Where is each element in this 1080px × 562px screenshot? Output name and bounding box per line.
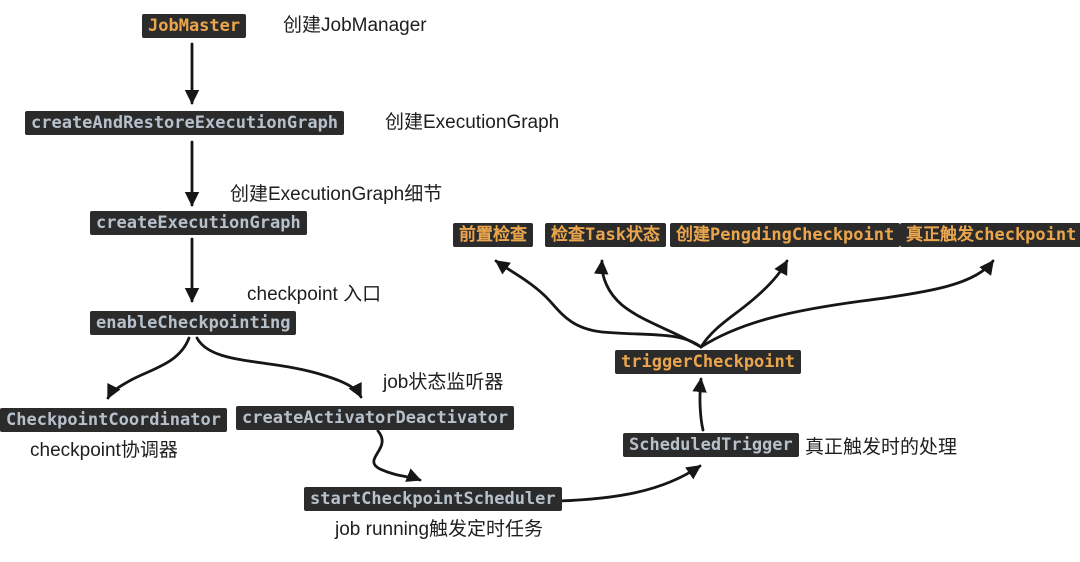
node-create-and-restore-execution-graph: createAndRestoreExecutionGraph	[25, 111, 345, 135]
edge-createactivator-to-startscheduler	[372, 429, 422, 482]
annotation-job-running-timer: job running触发定时任务	[335, 519, 544, 540]
node-check-task-state: 检查Task状态	[545, 223, 666, 247]
node-jobmaster: JobMaster	[142, 14, 247, 38]
node-checkpoint-coordinator: CheckpointCoordinator	[0, 408, 227, 432]
edge-startscheduler-to-scheduledtrigger	[556, 464, 702, 503]
annotation-job-state-listener: job状态监听器	[383, 372, 504, 393]
edge-enablecheckpointing-to-createactivator	[195, 336, 363, 399]
edge-scheduledtrigger-to-triggercheckpoint	[692, 377, 707, 432]
node-create-execution-graph: createExecutionGraph	[90, 211, 307, 235]
annotation-create-execution-graph-detail: 创建ExecutionGraph细节	[230, 184, 443, 205]
annotation-create-job-manager: 创建JobManager	[283, 15, 427, 36]
node-trigger-checkpoint: triggerCheckpoint	[615, 350, 801, 374]
annotation-checkpoint-entry: checkpoint 入口	[247, 284, 382, 305]
annotation-checkpoint-coordinator-desc: checkpoint协调器	[30, 440, 178, 461]
edge-triggercheckpoint-to-checktaskstate	[593, 259, 703, 349]
node-really-trigger-checkpoint: 真正触发checkpoint	[900, 223, 1080, 247]
annotation-create-execution-graph: 创建ExecutionGraph	[385, 112, 560, 133]
node-scheduled-trigger: ScheduledTrigger	[623, 433, 799, 457]
edge-enablecheckpointing-to-checkpointcoordinator	[106, 336, 191, 400]
edge-triggercheckpoint-to-reallytrigger	[699, 259, 995, 349]
node-create-pengding-checkpoint: 创建PengdingCheckpoint	[670, 223, 901, 247]
node-start-checkpoint-scheduler: startCheckpointScheduler	[304, 487, 562, 511]
edge-triggercheckpoint-to-createpengding	[699, 259, 789, 349]
annotation-real-trigger-handling: 真正触发时的处理	[805, 437, 958, 458]
node-create-activator-deactivator: createActivatorDeactivator	[236, 406, 515, 430]
node-enable-checkpointing: enableCheckpointing	[90, 311, 297, 335]
edge-triggercheckpoint-to-precheck	[494, 259, 703, 349]
node-pre-check: 前置检查	[453, 223, 533, 247]
